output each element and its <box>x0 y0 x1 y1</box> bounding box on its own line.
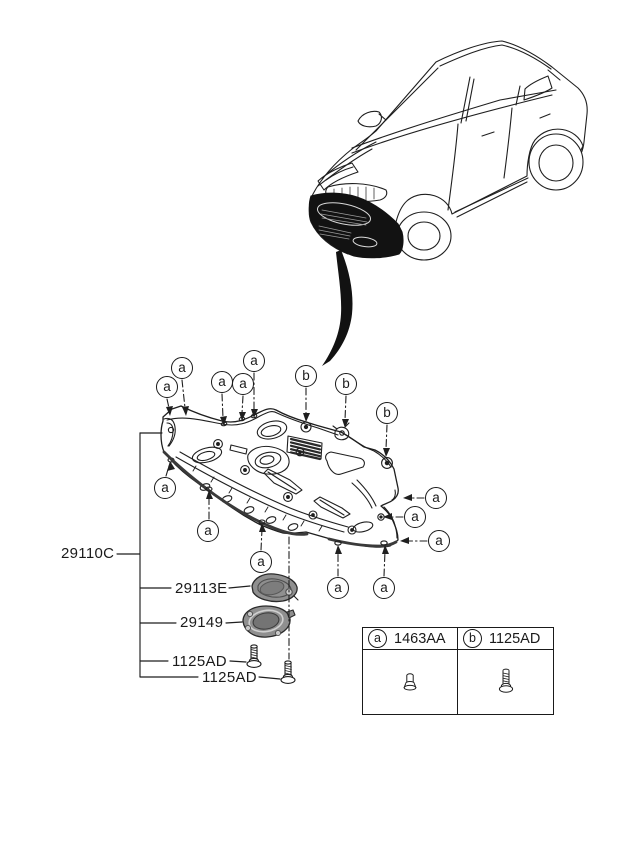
cap-29149-drawing <box>242 605 296 638</box>
part-label-1125ad-lower: 1125AD <box>202 669 257 686</box>
legend-part-number-b: 1125AD <box>489 630 541 647</box>
callout-leader-lines <box>165 372 428 577</box>
legend-header-b: b 1125AD <box>458 628 553 650</box>
callout-a-9: a <box>327 577 349 599</box>
callout-arrowheads <box>166 406 412 554</box>
callout-a-13: a <box>428 530 450 552</box>
vehicle-illustration <box>308 40 588 366</box>
screw-1125ad-upper-drawing <box>246 644 262 668</box>
screw-1125ad-lower-drawing <box>280 660 296 684</box>
callout-b-1: b <box>295 365 317 387</box>
undercover-part-drawing <box>160 405 399 548</box>
tapping-screw-icon <box>498 668 513 693</box>
part-label-29149: 29149 <box>180 614 224 631</box>
front-wheel <box>396 211 452 261</box>
fog-lamp <box>352 236 378 248</box>
callout-a-4: a <box>232 373 254 395</box>
headlight <box>317 162 359 191</box>
part-label-29113e: 29113E <box>175 580 228 597</box>
fastener-legend-table: a 1463AA b 1125AD <box>362 627 554 715</box>
side-mirror <box>357 110 387 128</box>
callout-a-6: a <box>154 477 176 499</box>
legend-icon-cell-b <box>458 650 553 714</box>
callout-a-10: a <box>373 577 395 599</box>
legend-callout-b: b <box>463 629 482 648</box>
callout-a-1: a <box>171 357 193 379</box>
callout-a-3: a <box>211 371 233 393</box>
callout-b-2: b <box>335 373 357 395</box>
callout-a-8: a <box>250 551 272 573</box>
part-label-1125ad-upper: 1125AD <box>172 653 227 670</box>
callout-a-2: a <box>156 376 178 398</box>
bracket-lines <box>116 432 281 680</box>
cover-29113e-drawing <box>251 573 299 603</box>
part-label-29110c: 29110C <box>61 545 115 562</box>
callout-a-12: a <box>404 506 426 528</box>
callout-a-5: a <box>243 350 265 372</box>
legend-icon-cell-a <box>363 650 458 714</box>
callout-a-7: a <box>197 520 219 542</box>
rivet-clip-icon <box>403 673 417 691</box>
legend-header-a: a 1463AA <box>363 628 458 650</box>
callout-b-3: b <box>376 402 398 424</box>
rear-wheel <box>528 133 584 191</box>
legend-part-number-a: 1463AA <box>394 630 446 647</box>
callout-a-11: a <box>425 487 447 509</box>
legend-callout-a: a <box>368 629 387 648</box>
pointer-swoosh <box>322 250 353 366</box>
